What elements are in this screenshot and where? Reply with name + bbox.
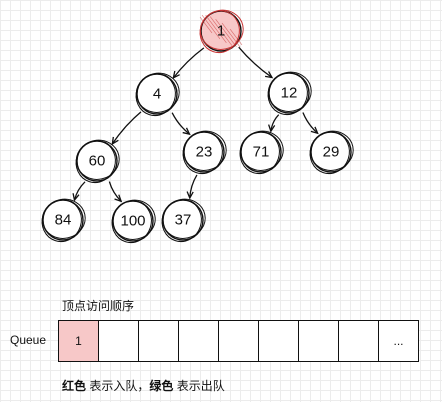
queue-cell bbox=[299, 321, 339, 361]
queue-cell bbox=[99, 321, 139, 361]
queue-cell bbox=[339, 321, 379, 361]
queue-cell bbox=[139, 321, 179, 361]
queue-cell bbox=[259, 321, 299, 361]
tree-node-label: 84 bbox=[55, 212, 72, 229]
legend: 红色 表示入队，绿色 表示出队 bbox=[62, 377, 225, 394]
tree-node-71: 71 bbox=[239, 130, 284, 175]
queue-label: Queue bbox=[10, 333, 47, 347]
tree-edge-n1-n12 bbox=[238, 46, 274, 79]
tree-edge-n60-n100 bbox=[108, 181, 123, 203]
queue-cell bbox=[219, 321, 259, 361]
tree-edge-n12-n29 bbox=[302, 112, 319, 135]
tree-node-label: 12 bbox=[281, 85, 298, 102]
queue-cell: ... bbox=[379, 321, 419, 361]
tree-node-label: 37 bbox=[175, 212, 192, 229]
tree-nodes: 1 4 12 60 23 71 29 84 100 37 bbox=[41, 9, 354, 244]
tree-node-23: 23 bbox=[182, 130, 227, 175]
tree-edge-n1-n4 bbox=[172, 47, 205, 80]
tree-node-60: 60 bbox=[75, 139, 120, 184]
legend-green-text: 表示出队 bbox=[173, 379, 225, 393]
tree-edge-n4-n60 bbox=[111, 111, 142, 146]
tree-node-84: 84 bbox=[41, 198, 86, 243]
tree-node-label: 23 bbox=[196, 144, 213, 161]
tree-edges bbox=[72, 46, 319, 203]
queue-cell bbox=[179, 321, 219, 361]
tree-node-37: 37 bbox=[161, 198, 206, 243]
queue-title: 顶点访问顺序 bbox=[62, 299, 135, 313]
legend-red-text: 表示入队， bbox=[86, 379, 150, 393]
tree-node-label: 1 bbox=[217, 23, 225, 40]
tree-edge-n60-n84 bbox=[72, 181, 86, 202]
legend-red-word: 红色 bbox=[62, 379, 87, 393]
tree-node-label: 60 bbox=[89, 153, 106, 170]
tree-node-label: 4 bbox=[153, 86, 161, 103]
tree-node-100: 100 bbox=[111, 199, 156, 244]
tree-node-label: 100 bbox=[120, 213, 145, 230]
tree-node-label: 29 bbox=[323, 144, 340, 161]
legend-green-word: 绿色 bbox=[149, 379, 174, 393]
queue-strip: 1... bbox=[58, 320, 419, 362]
tree-node-29: 29 bbox=[309, 130, 354, 175]
tree-edge-n12-n71 bbox=[268, 114, 280, 133]
tree-node-12: 12 bbox=[267, 71, 312, 116]
tree-node-label: 71 bbox=[253, 144, 270, 161]
binary-tree-diagram: 1 4 12 60 23 71 29 84 100 37 bbox=[41, 9, 354, 244]
queue-cell: 1 bbox=[59, 321, 99, 361]
tree-edge-n4-n23 bbox=[171, 112, 191, 136]
tree-node-1: 1 bbox=[199, 9, 244, 54]
tree-node-4: 4 bbox=[135, 72, 180, 117]
tree-edge-n23-n37 bbox=[186, 174, 198, 200]
